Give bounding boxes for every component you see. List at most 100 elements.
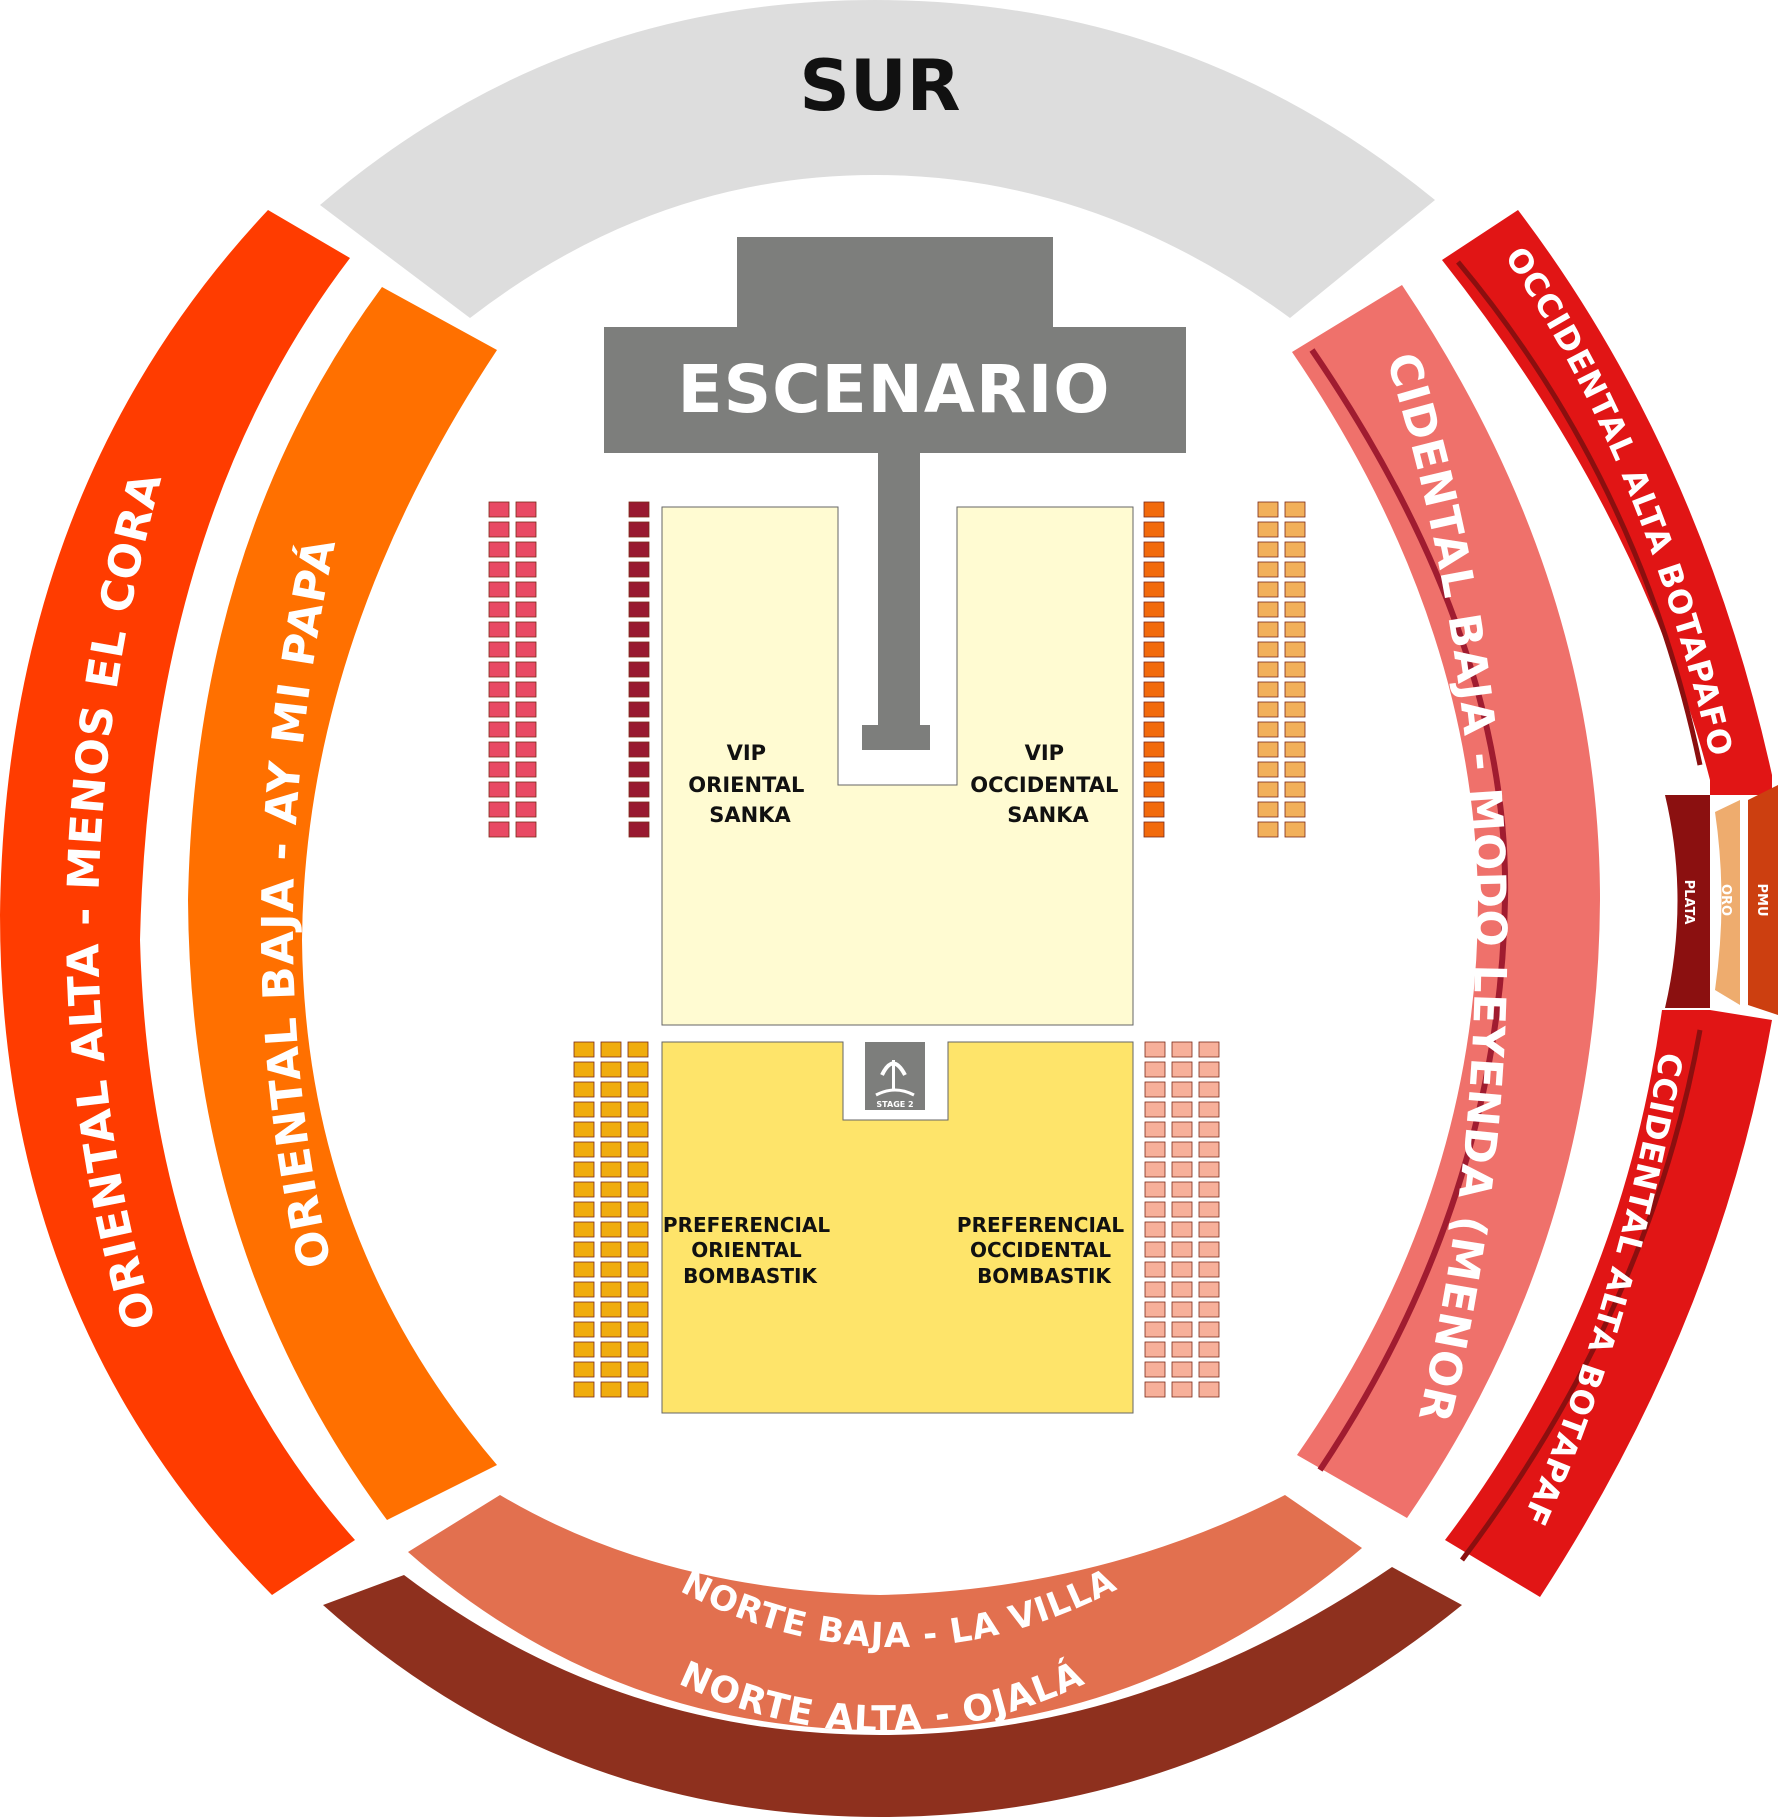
seat-block[interactable] xyxy=(1257,581,1279,598)
seat-block[interactable] xyxy=(1143,641,1165,658)
seat-block[interactable] xyxy=(627,1201,649,1218)
oro-shape[interactable] xyxy=(1715,800,1740,1005)
seat-block[interactable] xyxy=(628,661,650,678)
seat-block[interactable] xyxy=(1198,1081,1220,1098)
seat-block[interactable] xyxy=(1284,721,1306,738)
seat-block[interactable] xyxy=(600,1361,622,1378)
seat-block[interactable] xyxy=(515,661,537,678)
seat-block[interactable] xyxy=(1143,501,1165,518)
seat-block[interactable] xyxy=(1257,521,1279,538)
seat-block[interactable] xyxy=(627,1221,649,1238)
seat-block[interactable] xyxy=(1257,561,1279,578)
seat-block[interactable] xyxy=(600,1381,622,1398)
seat-block[interactable] xyxy=(1143,521,1165,538)
seat-block[interactable] xyxy=(488,501,510,518)
vip-left-inner-grid[interactable] xyxy=(628,501,650,838)
seat-block[interactable] xyxy=(627,1281,649,1298)
seat-block[interactable] xyxy=(1144,1341,1166,1358)
seat-block[interactable] xyxy=(1284,761,1306,778)
seat-block[interactable] xyxy=(627,1121,649,1138)
seat-block[interactable] xyxy=(573,1381,595,1398)
seat-block[interactable] xyxy=(1257,541,1279,558)
seat-block[interactable] xyxy=(600,1041,622,1058)
seat-block[interactable] xyxy=(515,541,537,558)
seat-block[interactable] xyxy=(1144,1381,1166,1398)
seat-block[interactable] xyxy=(488,741,510,758)
seat-block[interactable] xyxy=(1143,581,1165,598)
seat-block[interactable] xyxy=(628,601,650,618)
seat-block[interactable] xyxy=(1198,1361,1220,1378)
seat-block[interactable] xyxy=(1171,1281,1193,1298)
seat-block[interactable] xyxy=(628,681,650,698)
seat-block[interactable] xyxy=(628,541,650,558)
seat-block[interactable] xyxy=(1143,781,1165,798)
seat-block[interactable] xyxy=(488,621,510,638)
seat-block[interactable] xyxy=(1284,601,1306,618)
seat-block[interactable] xyxy=(515,621,537,638)
seat-block[interactable] xyxy=(627,1241,649,1258)
seat-block[interactable] xyxy=(1143,761,1165,778)
section-oriental-baja[interactable]: ORIENTAL BAJA - AY MI PAPÁ xyxy=(188,287,497,1520)
seat-block[interactable] xyxy=(573,1281,595,1298)
seat-block[interactable] xyxy=(1144,1221,1166,1238)
seat-block[interactable] xyxy=(628,641,650,658)
seat-block[interactable] xyxy=(515,741,537,758)
seat-block[interactable] xyxy=(1143,821,1165,838)
seat-block[interactable] xyxy=(573,1101,595,1118)
seat-block[interactable] xyxy=(1257,741,1279,758)
pmu-shape[interactable] xyxy=(1748,785,1778,1015)
seat-block[interactable] xyxy=(1144,1081,1166,1098)
seat-block[interactable] xyxy=(515,501,537,518)
seat-block[interactable] xyxy=(1143,661,1165,678)
seat-block[interactable] xyxy=(515,781,537,798)
seat-block[interactable] xyxy=(628,701,650,718)
seat-block[interactable] xyxy=(515,681,537,698)
seat-block[interactable] xyxy=(1198,1141,1220,1158)
seat-block[interactable] xyxy=(573,1301,595,1318)
seat-block[interactable] xyxy=(1284,801,1306,818)
seat-block[interactable] xyxy=(628,721,650,738)
seat-block[interactable] xyxy=(627,1081,649,1098)
seat-block[interactable] xyxy=(1171,1321,1193,1338)
seat-block[interactable] xyxy=(627,1301,649,1318)
seat-block[interactable] xyxy=(627,1261,649,1278)
norte-alta-shape[interactable] xyxy=(323,1567,1462,1817)
seat-block[interactable] xyxy=(1198,1321,1220,1338)
seat-block[interactable] xyxy=(1171,1041,1193,1058)
seat-block[interactable] xyxy=(1143,701,1165,718)
seat-block[interactable] xyxy=(1144,1181,1166,1198)
seat-block[interactable] xyxy=(600,1141,622,1158)
sur-shape[interactable] xyxy=(320,0,1435,318)
seat-block[interactable] xyxy=(488,681,510,698)
seat-block[interactable] xyxy=(1171,1081,1193,1098)
seat-block[interactable] xyxy=(1171,1061,1193,1078)
seat-block[interactable] xyxy=(1198,1341,1220,1358)
section-oriental-alta[interactable]: ORIENTAL ALTA - MENOS EL CORA xyxy=(0,210,355,1595)
seat-block[interactable] xyxy=(627,1141,649,1158)
seat-block[interactable] xyxy=(1144,1361,1166,1378)
seat-block[interactable] xyxy=(627,1101,649,1118)
seat-block[interactable] xyxy=(1143,541,1165,558)
seat-block[interactable] xyxy=(1198,1381,1220,1398)
seat-block[interactable] xyxy=(600,1181,622,1198)
seat-block[interactable] xyxy=(627,1161,649,1178)
seat-block[interactable] xyxy=(1198,1041,1220,1058)
seat-block[interactable] xyxy=(600,1301,622,1318)
seat-block[interactable] xyxy=(515,801,537,818)
seat-block[interactable] xyxy=(627,1061,649,1078)
seat-block[interactable] xyxy=(1198,1101,1220,1118)
seat-block[interactable] xyxy=(627,1041,649,1058)
seat-block[interactable] xyxy=(628,521,650,538)
seat-block[interactable] xyxy=(1257,721,1279,738)
seat-block[interactable] xyxy=(515,761,537,778)
seat-block[interactable] xyxy=(1198,1201,1220,1218)
seat-block[interactable] xyxy=(1143,741,1165,758)
seat-block[interactable] xyxy=(573,1081,595,1098)
seat-block[interactable] xyxy=(488,641,510,658)
seat-block[interactable] xyxy=(1284,581,1306,598)
seat-block[interactable] xyxy=(1284,701,1306,718)
occidental-alta-lower-shape[interactable] xyxy=(1445,1010,1772,1597)
seat-block[interactable] xyxy=(1171,1341,1193,1358)
seat-block[interactable] xyxy=(573,1041,595,1058)
seat-block[interactable] xyxy=(515,521,537,538)
